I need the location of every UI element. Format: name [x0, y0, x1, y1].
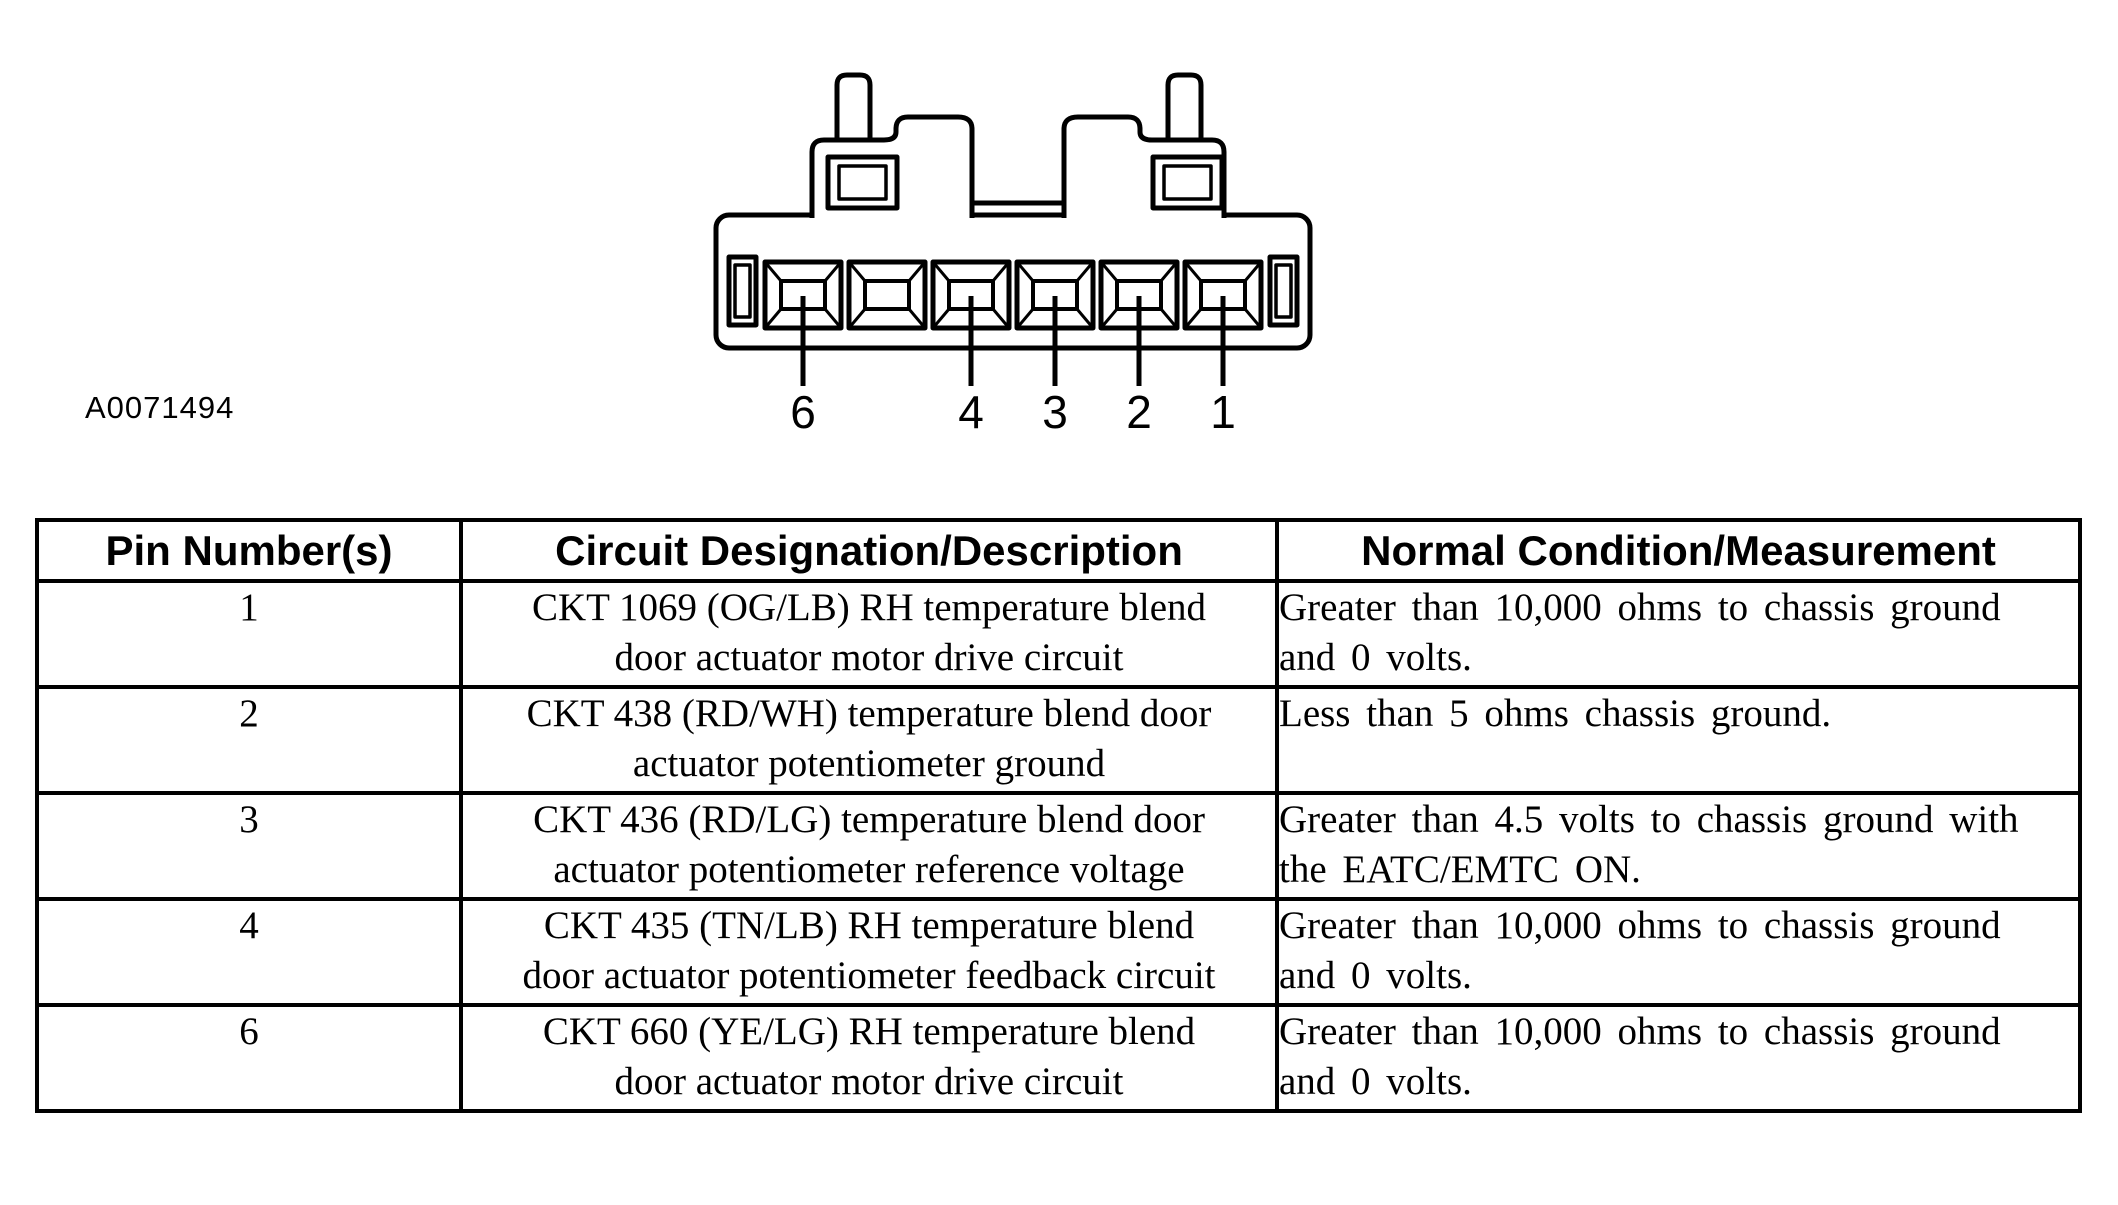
circuit-line: door actuator potentiometer feedback cir… [522, 953, 1216, 997]
latch-prong-left [834, 72, 873, 150]
circuit-cell: CKT 436 (RD/LG) temperature blend door a… [459, 791, 1279, 901]
pin-number-label-1: 1 [1210, 386, 1236, 438]
condition-line: and 0 volts. [1279, 1059, 1472, 1103]
pin-number-label-2: 2 [1126, 386, 1152, 438]
condition-cell: Less than 5 ohms chassis ground. [1275, 685, 2082, 795]
condition-cell: Greater than 10,000 ohms to chassis grou… [1275, 1003, 2082, 1113]
condition-line: the EATC/EMTC ON. [1279, 847, 1641, 891]
pin-leader-lines [800, 296, 1226, 386]
circuit-line: CKT 435 (TN/LB) RH temperature blend [543, 904, 1195, 947]
pin-cell: 3 [35, 791, 463, 901]
table-row: 2 CKT 438 (RD/WH) temperature blend door… [35, 685, 2082, 795]
pin-cell: 2 [35, 685, 463, 795]
circuit-cell: CKT 1069 (OG/LB) RH temperature blend do… [459, 579, 1279, 689]
cavity-pin6 [762, 259, 844, 331]
circuit-line: door actuator motor drive circuit [614, 635, 1124, 679]
circuit-cell: CKT 435 (TN/LB) RH temperature blend doo… [459, 897, 1279, 1007]
circuit-line: CKT 438 (RD/WH) temperature blend door [526, 692, 1212, 735]
condition-line: Greater than 10,000 ohms to chassis grou… [1279, 1010, 2001, 1053]
condition-line: Less than 5 ohms chassis ground. [1279, 692, 1832, 735]
pin-number-label-4: 4 [958, 386, 984, 438]
latch-tower-left-outline [809, 114, 975, 218]
pin-cell: 6 [35, 1003, 463, 1113]
condition-cell: Greater than 4.5 volts to chassis ground… [1275, 791, 2082, 901]
circuit-line: actuator potentiometer reference voltage [553, 847, 1185, 891]
circuit-cell: CKT 438 (RD/WH) temperature blend door a… [459, 685, 1279, 795]
circuit-line: door actuator motor drive circuit [614, 1059, 1124, 1103]
condition-line: and 0 volts. [1279, 635, 1472, 679]
table-row: 3 CKT 436 (RD/LG) temperature blend door… [35, 791, 2082, 901]
latch-window-right-inner [1162, 164, 1213, 201]
table-row: 6 CKT 660 (YE/LG) RH temperature blend d… [35, 1003, 2082, 1113]
table-row: 4 CKT 435 (TN/LB) RH temperature blend d… [35, 897, 2082, 1007]
end-slot-right-inner [1274, 263, 1293, 319]
table-row: 1 CKT 1069 (OG/LB) RH temperature blend … [35, 579, 2082, 689]
pin-cell: 4 [35, 897, 463, 1007]
pinout-table: Pin Number(s) Circuit Designation/Descri… [35, 518, 2082, 1113]
condition-line: Greater than 10,000 ohms to chassis grou… [1279, 586, 2001, 629]
condition-line: and 0 volts. [1279, 953, 1472, 997]
condition-cell: Greater than 10,000 ohms to chassis grou… [1275, 579, 2082, 689]
circuit-line: CKT 1069 (OG/LB) RH temperature blend [531, 586, 1207, 629]
circuit-line: actuator potentiometer ground [632, 741, 1106, 785]
circuit-column-header: Circuit Designation/Description [459, 518, 1279, 583]
latch-tower-right-outline [1061, 114, 1227, 218]
table-header-row: Pin Number(s) Circuit Designation/Descri… [35, 518, 2082, 583]
circuit-cell: CKT 660 (YE/LG) RH temperature blend doo… [459, 1003, 1279, 1113]
circuit-line: CKT 660 (YE/LG) RH temperature blend [542, 1010, 1196, 1053]
condition-column-header: Normal Condition/Measurement [1275, 518, 2082, 583]
end-slot-left-inner [733, 263, 752, 319]
latch-window-left-inner [837, 164, 888, 201]
condition-line: Greater than 4.5 volts to chassis ground… [1279, 798, 2019, 841]
latch-prong-right [1165, 72, 1204, 150]
pin-number-label-6: 6 [790, 386, 816, 438]
pin-number-label-3: 3 [1042, 386, 1068, 438]
connector-diagram: 6 4 3 2 1 [713, 72, 1313, 438]
pin-column-header: Pin Number(s) [35, 518, 463, 583]
cavity-pin5 [846, 259, 928, 331]
condition-cell: Greater than 10,000 ohms to chassis grou… [1275, 897, 2082, 1007]
pin-cell: 1 [35, 579, 463, 689]
circuit-line: CKT 436 (RD/LG) temperature blend door [533, 798, 1205, 841]
figure-id-label: A0071494 [85, 390, 235, 425]
condition-line: Greater than 10,000 ohms to chassis grou… [1279, 904, 2001, 947]
